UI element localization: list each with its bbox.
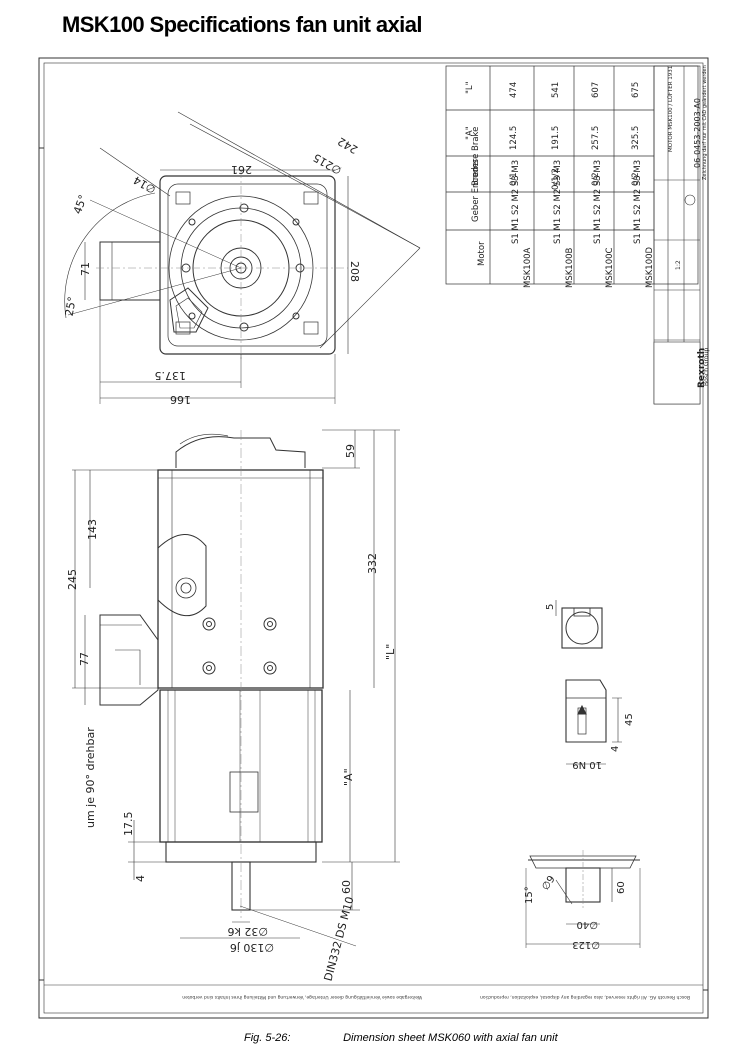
row-d-a: 325.5 (631, 126, 641, 150)
dim-143: 143 (86, 519, 99, 540)
col-encoder: Geber Encoder (471, 158, 481, 222)
row-a-encoder: S1 M1 S2 M2 S3 M3 (511, 160, 521, 244)
figure-caption-text: Dimension sheet MSK060 with axial fan un… (343, 1032, 558, 1044)
dim-l: "L" (384, 644, 397, 660)
dim-261: 261 (231, 163, 252, 176)
footer-note-right: Bosch Rexroth AG. All rights reserved, a… (480, 994, 690, 1000)
row-d-l: 675 (631, 82, 641, 98)
brand-group: Bosch Group (703, 348, 710, 386)
row-c-encoder: S1 M1 S2 M2 S3 M3 (593, 160, 603, 244)
row-b-encoder: S1 M1 S2 M2 S3 M3 (553, 160, 563, 244)
dim-59: 59 (344, 444, 357, 458)
row-d-encoder: S1 M1 S2 M2 S3 M3 (633, 160, 643, 244)
brand-logo: Rexroth (697, 348, 707, 388)
row-b-a: 191.5 (551, 126, 561, 150)
row-a-a: 124.5 (509, 126, 519, 150)
row-c-brake: 0/2 (591, 172, 601, 186)
figure-number: Fig. 5-26: (244, 1032, 291, 1044)
footer-notes: Weitergabe sowie Vervielfältigung dieser… (182, 994, 690, 1000)
dia-215: ∅215 (311, 151, 344, 178)
row-c-a: 257.5 (591, 126, 601, 150)
dim-71: 71 (79, 262, 92, 276)
title-block-text: Rexroth Bosch Group MOTOR MSK100 / LÜFTE… (667, 65, 710, 388)
col-brake: Bremse Brake (471, 127, 481, 186)
row-b-l: 541 (551, 82, 561, 98)
sheet-frame (38, 57, 709, 1019)
top-view (64, 111, 421, 404)
dim-166: 166 (170, 393, 191, 406)
variant-table (445, 65, 699, 285)
dim-5: 5 (545, 604, 556, 610)
dia-14: ∅14 (131, 173, 158, 196)
detail-labels: 5 45 4 10 N9 ∅9 15° 60 ∅40 ∅123 (524, 604, 635, 950)
row-a-motor: MSK100A (523, 247, 533, 288)
side-view (72, 429, 400, 947)
dim-45: 45 (624, 713, 635, 726)
dim-245: 245 (66, 569, 79, 590)
top-view-labels: 261 208 71 137.5 166 45° 25° ∅14 ∅215 24… (63, 134, 361, 406)
row-c-l: 607 (591, 82, 601, 98)
row-a-l: 474 (509, 82, 519, 98)
dia-9: ∅9 (540, 874, 558, 893)
angle-45: 45° (71, 193, 90, 216)
dim-60-detail: 60 (616, 881, 627, 894)
rotation-note: um je 90° drehbar (84, 727, 97, 828)
col-l: "L" (465, 81, 475, 94)
drawing-note: Zeichnung darf nur mit CAD geändert werd… (702, 65, 708, 180)
dim-17-5: 17.5 (122, 812, 135, 837)
dim-77: 77 (78, 652, 91, 666)
dim-60: 60 (340, 880, 353, 894)
col-motor: Motor (477, 241, 487, 266)
figure-caption: Fig. 5-26: Dimension sheet MSK060 with a… (244, 1032, 558, 1044)
dia-40: ∅40 (577, 919, 598, 930)
title-block (653, 65, 701, 405)
row-c-motor: MSK100C (605, 247, 615, 288)
drawing-number: 06-0453-2003-A0 (693, 98, 702, 168)
angle-25: 25° (63, 296, 79, 317)
drawing-title: MOTOR MSK100 / LÜFTER 1931 (667, 66, 674, 152)
variant-table-text: Motor Geber Encoder Bremse Brake "A" "L"… (465, 81, 655, 288)
dim-4-detail: 4 (610, 746, 621, 752)
key-10-n9: 10 N9 (572, 759, 602, 770)
dia-123: ∅123 (572, 939, 600, 950)
dim-4: 4 (134, 875, 147, 882)
col-a: "A" (465, 126, 475, 140)
dim-242: 242 (335, 134, 360, 156)
footer-note-left: Weitergabe sowie Vervielfältigung dieser… (182, 994, 422, 1000)
dim-332: 332 (366, 553, 379, 574)
dim-a: "A" (342, 768, 355, 786)
thread-din332: DIN332 DS M10 (322, 895, 357, 982)
row-b-brake: 0/1/2 (551, 168, 561, 190)
dim-137-5: 137.5 (155, 369, 187, 382)
page-title: MSK100 Specifications fan unit axial (62, 12, 422, 37)
dim-208: 208 (348, 261, 361, 282)
row-b-motor: MSK100B (565, 247, 575, 288)
detail-views (525, 600, 641, 948)
row-d-brake: 0/2 (631, 172, 641, 186)
angle-15: 15° (524, 886, 535, 904)
drawing-scale: 1:2 (675, 260, 682, 270)
row-d-motor: MSK100D (645, 246, 655, 288)
shaft-32-k6: ∅32 k6 (228, 925, 268, 938)
row-a-brake: 0/1 (509, 172, 519, 186)
pilot-130-j6: ∅130 j6 (230, 941, 274, 954)
